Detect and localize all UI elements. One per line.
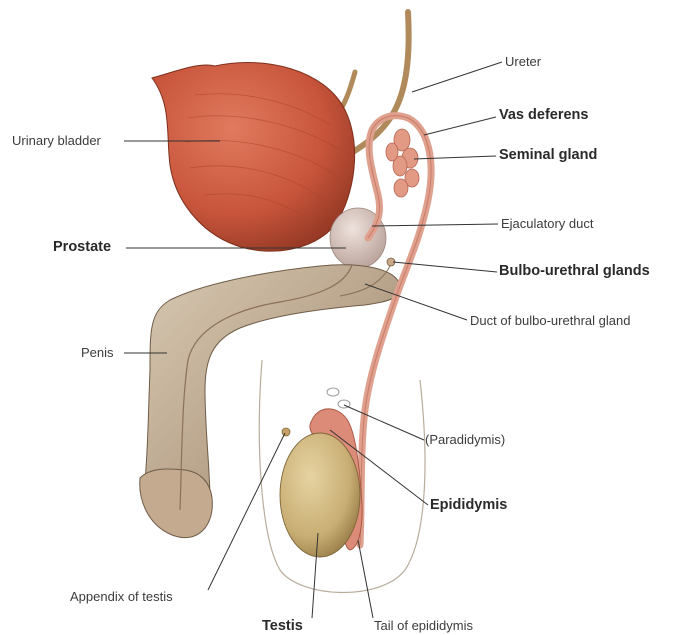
label-bulbo-urethral-glands: Bulbo-urethral glands xyxy=(499,263,650,279)
label-ejaculatory-duct: Ejaculatory duct xyxy=(501,216,594,232)
label-penis: Penis xyxy=(81,345,114,361)
label-epididymis: Epididymis xyxy=(430,497,507,513)
label-appendix-of-testis: Appendix of testis xyxy=(70,589,173,605)
label-testis: Testis xyxy=(262,618,303,634)
label-prostate: Prostate xyxy=(53,239,111,255)
testis xyxy=(280,433,360,557)
label-tail-of-epididymis: Tail of epididymis xyxy=(374,618,473,634)
label-duct-of-bulbo-urethral-gland: Duct of bulbo-urethral gland xyxy=(470,313,630,329)
glans-penis xyxy=(140,469,213,538)
label-vas-deferens: Vas deferens xyxy=(499,107,588,123)
paradidymis xyxy=(327,388,350,408)
seminal-gland xyxy=(386,129,419,197)
label-urinary-bladder: Urinary bladder xyxy=(12,133,101,149)
label-seminal-gland: Seminal gland xyxy=(499,147,597,163)
urinary-bladder xyxy=(152,63,355,252)
label-paradidymis: (Paradidymis) xyxy=(425,432,505,448)
appendix-of-testis xyxy=(282,428,290,436)
label-ureter: Ureter xyxy=(505,54,541,70)
